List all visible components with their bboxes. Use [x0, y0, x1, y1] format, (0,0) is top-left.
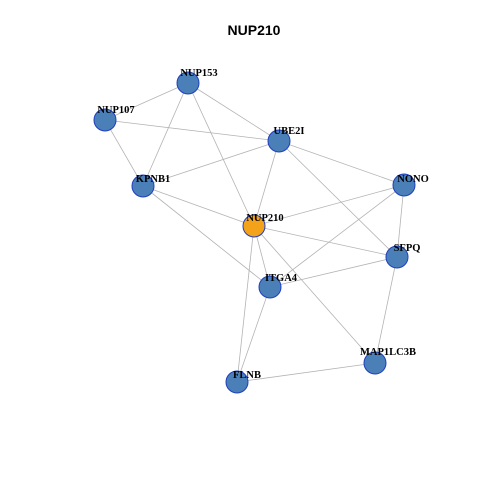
edge-nup210-sfpq	[253, 225, 398, 258]
edge-ube2i-nup210	[253, 140, 280, 227]
node-label-nup210: NUP210	[246, 213, 283, 224]
node-itga4	[258, 275, 282, 299]
node-nup153	[176, 71, 200, 95]
edge-kpnb1-nup210	[142, 185, 255, 227]
node-flnb	[225, 370, 249, 394]
edge-ube2i-sfpq	[278, 140, 398, 258]
edge-itga4-flnb	[236, 286, 271, 383]
node-nono	[392, 173, 416, 197]
edge-nup210-nono	[253, 184, 405, 227]
node-label-flnb: FLNB	[233, 370, 261, 381]
node-label-kpnb1: KPNB1	[136, 174, 170, 185]
edge-nup153-ube2i	[187, 82, 280, 142]
edge-nup153-nup210	[187, 82, 255, 227]
edge-ube2i-kpnb1	[142, 140, 280, 187]
edge-ube2i-nono	[278, 140, 405, 186]
node-sfpq	[385, 245, 409, 269]
node-label-nup107: NUP107	[97, 105, 134, 116]
edge-nup107-kpnb1	[104, 119, 144, 187]
edge-sfpq-itga4	[269, 256, 398, 288]
node-map1lc3b	[363, 351, 387, 375]
node-label-map1lc3b: MAP1LC3B	[360, 347, 416, 358]
edge-nup153-nup107	[104, 82, 189, 121]
node-label-nup153: NUP153	[180, 68, 217, 79]
node-kpnb1	[131, 174, 155, 198]
edge-flnb-map1lc3b	[236, 362, 376, 383]
edge-nup210-map1lc3b	[253, 225, 376, 364]
edge-nono-sfpq	[396, 184, 405, 258]
edge-nup107-ube2i	[104, 119, 280, 142]
node-layer	[93, 71, 416, 394]
node-nup107	[93, 108, 117, 132]
edge-sfpq-map1lc3b	[374, 256, 398, 364]
node-label-sfpq: SFPQ	[394, 243, 421, 254]
edge-nup210-flnb	[236, 225, 255, 383]
edge-nup153-kpnb1	[142, 82, 189, 187]
node-label-itga4: ITGA4	[265, 273, 298, 284]
node-ube2i	[267, 129, 291, 153]
edge-nono-itga4	[269, 184, 405, 288]
node-label-nono: NONO	[397, 174, 429, 185]
node-nup210	[242, 214, 266, 238]
diagram-title: NUP210	[228, 22, 281, 38]
node-label-ube2i: UBE2I	[274, 126, 305, 137]
edge-layer	[104, 82, 405, 383]
